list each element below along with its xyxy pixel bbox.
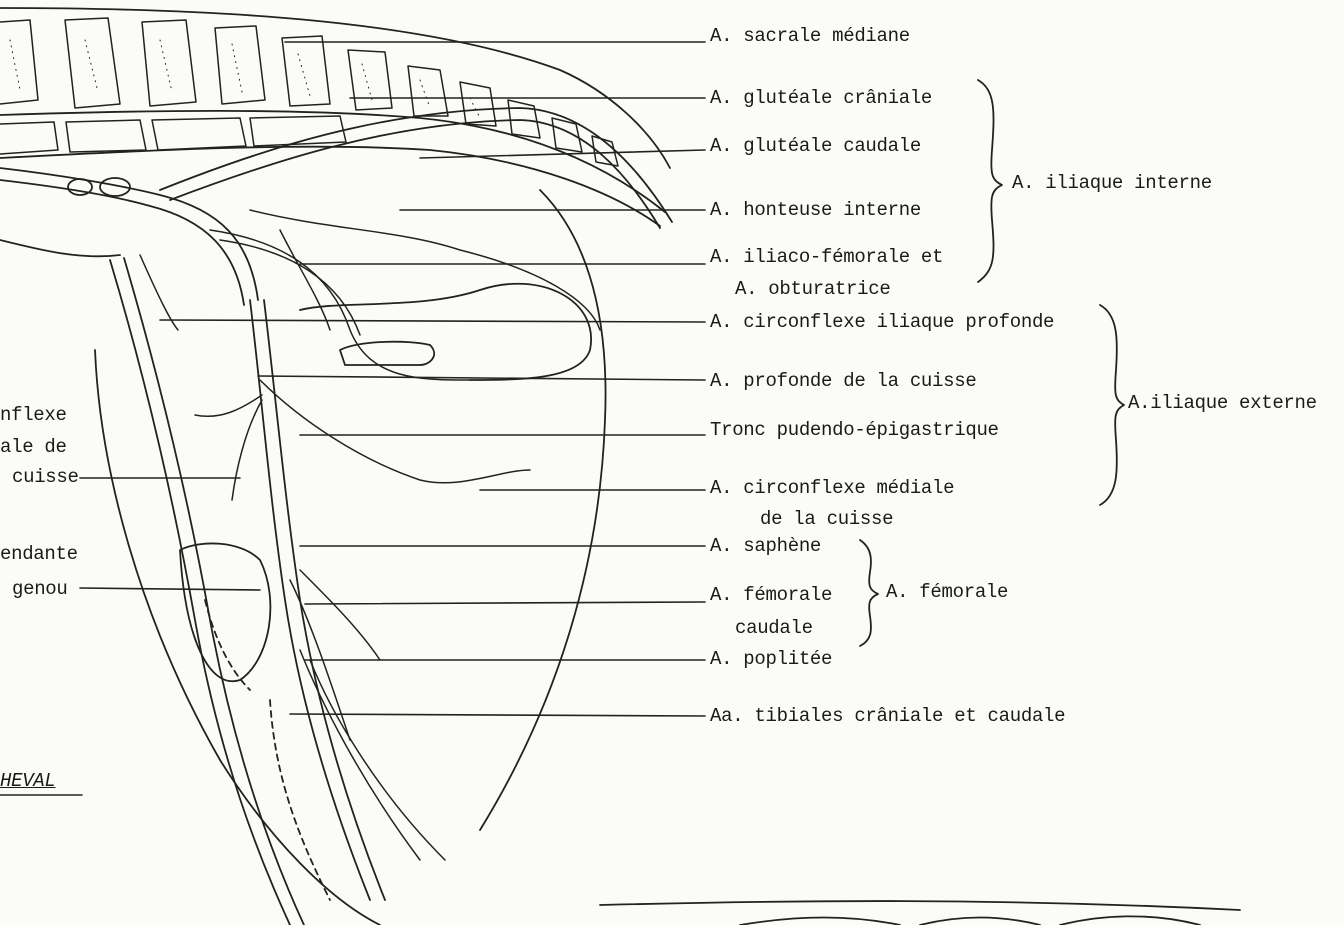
label-saphene: A. saphène	[710, 535, 821, 557]
label-gluteale-caudale: A. glutéale caudale	[710, 135, 921, 157]
label-poplitee: A. poplitée	[710, 648, 832, 670]
leader-lines	[0, 42, 705, 795]
label-tibiales: Aa. tibiales crâniale et caudale	[710, 705, 1065, 727]
group-iliaque-interne: A. iliaque interne	[1012, 172, 1212, 194]
label-circonflexe-mediale-2: de la cuisse	[760, 508, 893, 530]
label-circonflexe-mediale: A. circonflexe médiale	[710, 477, 954, 499]
label-gluteale-craniale: A. glutéale crâniale	[710, 87, 932, 109]
left-label-desc-2: genou	[12, 578, 68, 600]
left-label-desc-1: endante	[0, 543, 78, 565]
left-label-circ-lat-3: cuisse	[12, 466, 79, 488]
label-tronc-pudendo: Tronc pudendo-épigastrique	[710, 419, 999, 441]
label-sacrale-mediane: A. sacrale médiane	[710, 25, 910, 47]
label-obturatrice: A. obturatrice	[735, 278, 890, 300]
group-femorale: A. fémorale	[886, 581, 1008, 603]
label-circonflexe-iliaque: A. circonflexe iliaque profonde	[710, 311, 1054, 333]
spine-outline	[0, 8, 670, 226]
label-femorale-caudale: A. fémorale	[710, 584, 832, 606]
label-honteuse-interne: A. honteuse interne	[710, 199, 921, 221]
label-femorale-caudale-2: caudale	[735, 617, 813, 639]
thigh-outline	[0, 190, 606, 925]
figure-caption: HEVAL	[0, 770, 56, 792]
group-iliaque-externe: A.iliaque externe	[1128, 392, 1317, 414]
left-label-circ-lat-1: nflexe	[0, 404, 67, 426]
label-profonde-cuisse: A. profonde de la cuisse	[710, 370, 976, 392]
branch-vessels	[140, 210, 600, 860]
lower-bone-fragment	[600, 901, 1240, 925]
vertebrae	[0, 18, 618, 166]
left-label-circ-lat-2: ale de	[0, 436, 67, 458]
label-iliaco-femorale: A. iliaco-fémorale et	[710, 246, 943, 268]
braces	[860, 80, 1124, 646]
